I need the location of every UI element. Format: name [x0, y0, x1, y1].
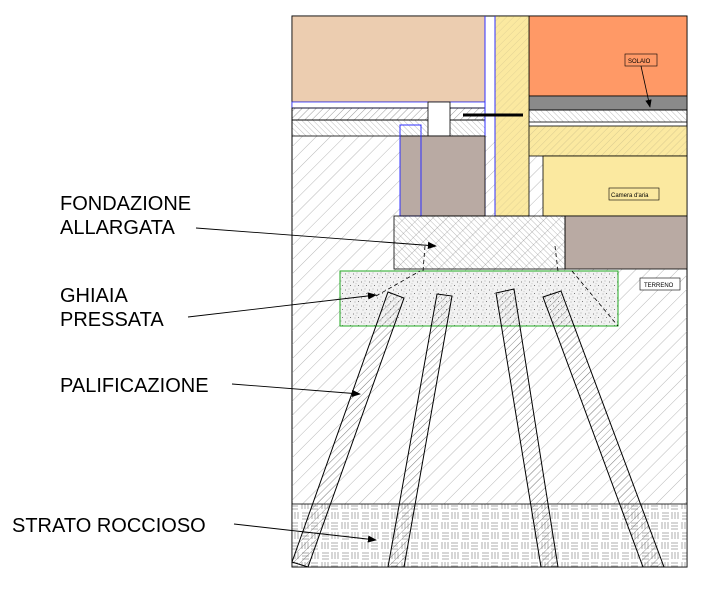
label-strato-roccioso: STRATO ROCCIOSO	[12, 515, 206, 537]
terreno-tag: TERRENO	[644, 283, 674, 289]
solaio-leader	[640, 65, 652, 108]
floor-block	[528, 15, 688, 97]
right-foundation-block	[564, 215, 688, 270]
pile-2	[387, 293, 453, 568]
terreno-tag-box	[639, 277, 681, 291]
leader-palificazione	[231, 383, 361, 397]
wall-stem	[399, 135, 486, 217]
camera-tag: Camera d'aria	[611, 193, 649, 199]
load-spread-left	[375, 270, 421, 297]
label-fondazione-line1: FONDAZIONE	[60, 193, 192, 215]
slab-base-left	[291, 119, 486, 137]
air-chamber	[542, 155, 688, 217]
slab-right-hatch	[528, 109, 688, 123]
camera-tag-box	[608, 187, 660, 201]
rock-stratum	[291, 503, 688, 568]
slab-right-insulation-hatch	[505, 126, 687, 156]
upper-wall	[291, 15, 486, 103]
slab-top-left	[291, 101, 486, 109]
widened-foundation	[393, 215, 566, 270]
label-ghiaia-line1: GHIAIA	[60, 285, 128, 307]
label-ghiaia-line2: PRESSATA	[60, 309, 164, 331]
pile-1	[291, 291, 405, 568]
leader-strato	[233, 523, 377, 543]
leader-ghiaia	[187, 292, 377, 318]
label-fondazione-line2: ALLARGATA	[60, 217, 175, 239]
label-palificazione: PALIFICAZIONE	[60, 375, 209, 397]
slab-right-dark	[528, 95, 688, 111]
pile-3	[495, 288, 559, 568]
leader-fondazione	[195, 227, 437, 249]
slab-screed-left	[291, 107, 486, 121]
load-spread-right	[571, 270, 619, 327]
solaio-tag: SOLAIO	[628, 59, 651, 65]
pile-4	[542, 290, 665, 568]
slab-gap	[427, 101, 451, 137]
